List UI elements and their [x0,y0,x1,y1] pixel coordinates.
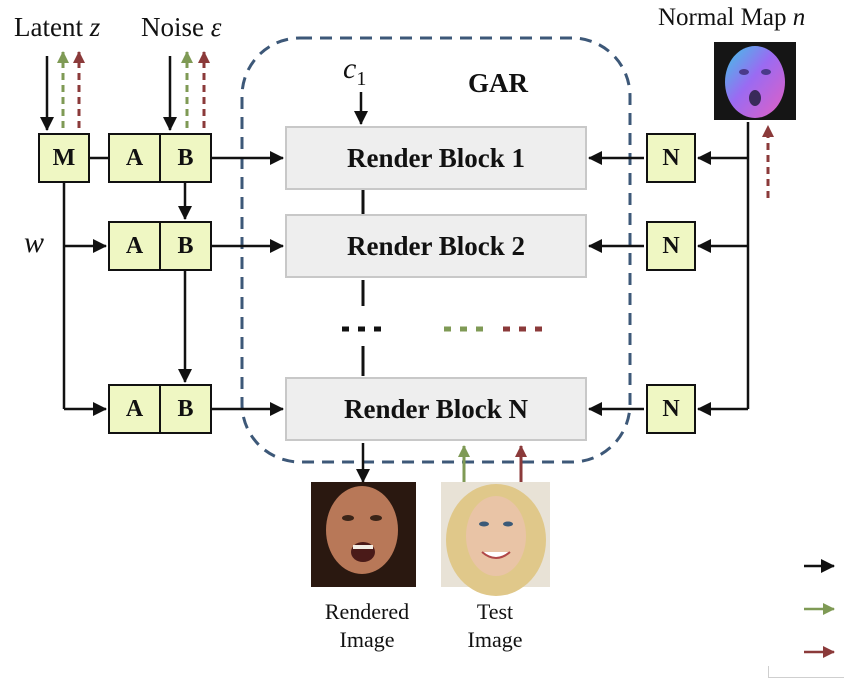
normal-block-1: N [646,133,696,183]
normal-map-image [714,42,796,120]
latent-label: Latent z [14,12,101,42]
b-block-1: B [177,144,194,171]
ab-block-2: A B [108,221,212,271]
render-block-2: Render Block 2 [285,214,587,278]
a-block-1: A [110,135,161,181]
ab-block-n: A B [108,384,212,434]
c1-label: c1 [343,52,367,90]
rendered-image-caption: Rendered Image [324,599,410,652]
rendered-image [311,482,416,587]
normal-block-2: N [646,221,696,271]
w-label: w [24,226,45,259]
normal-map-label: Normal Map n [658,4,806,31]
test-image [441,482,550,596]
noise-label: Noise ε [141,12,222,42]
gar-label: GAR [468,68,528,98]
normal-block-n: N [646,384,696,434]
b-block-2: B [177,232,194,259]
noise-symbol: ε [210,12,222,42]
test-image-caption: Test Image [467,599,523,652]
normal-symbol: n [792,4,806,31]
mapping-block-m: M [38,133,90,183]
a-block-2: A [110,223,161,269]
b-block-n: B [177,395,194,422]
render-block-1: Render Block 1 [285,126,587,190]
a-block-n: A [110,386,161,432]
latent-symbol: z [89,12,101,42]
ab-block-1: A B [108,133,212,183]
render-block-n: Render Block N [285,377,587,441]
